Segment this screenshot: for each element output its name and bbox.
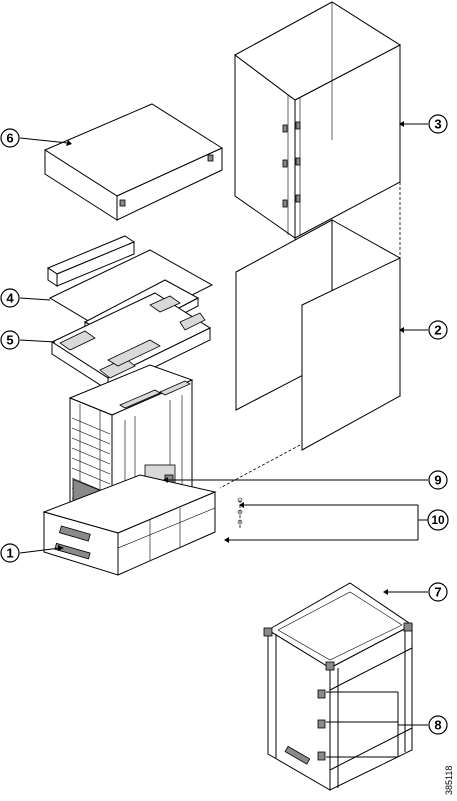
callout-1-label: 1 — [6, 546, 13, 561]
upper-carton-sleeve — [234, 1, 401, 239]
pallet-base — [42, 474, 217, 576]
callout-9: 9 — [428, 470, 448, 490]
callout-3: 3 — [428, 114, 448, 134]
callout-7-label: 7 — [434, 585, 441, 600]
callout-7: 7 — [428, 582, 448, 602]
callout-8: 8 — [428, 715, 448, 735]
callout-3-label: 3 — [434, 117, 441, 132]
callout-5: 5 — [0, 330, 20, 350]
fasteners — [237, 497, 243, 525]
lower-carton-sleeve — [235, 219, 401, 451]
callout-4-label: 4 — [6, 291, 14, 306]
callout-1: 1 — [0, 543, 20, 563]
callout-10: 10 — [427, 509, 449, 531]
callout-6: 6 — [0, 128, 20, 148]
callout-2: 2 — [428, 320, 448, 340]
callout-8-label: 8 — [434, 718, 441, 733]
callout-10-label: 10 — [431, 513, 445, 527]
callout-5-label: 5 — [6, 333, 13, 348]
leader-lines — [19, 121, 428, 758]
callout-9-label: 9 — [434, 473, 441, 488]
callout-4: 4 — [0, 288, 20, 308]
top-cap — [43, 103, 224, 221]
assembled-shipping-crate — [263, 582, 413, 791]
callout-6-label: 6 — [6, 131, 13, 146]
figure-id: 385118 — [444, 766, 454, 795]
callout-2-label: 2 — [434, 323, 441, 338]
